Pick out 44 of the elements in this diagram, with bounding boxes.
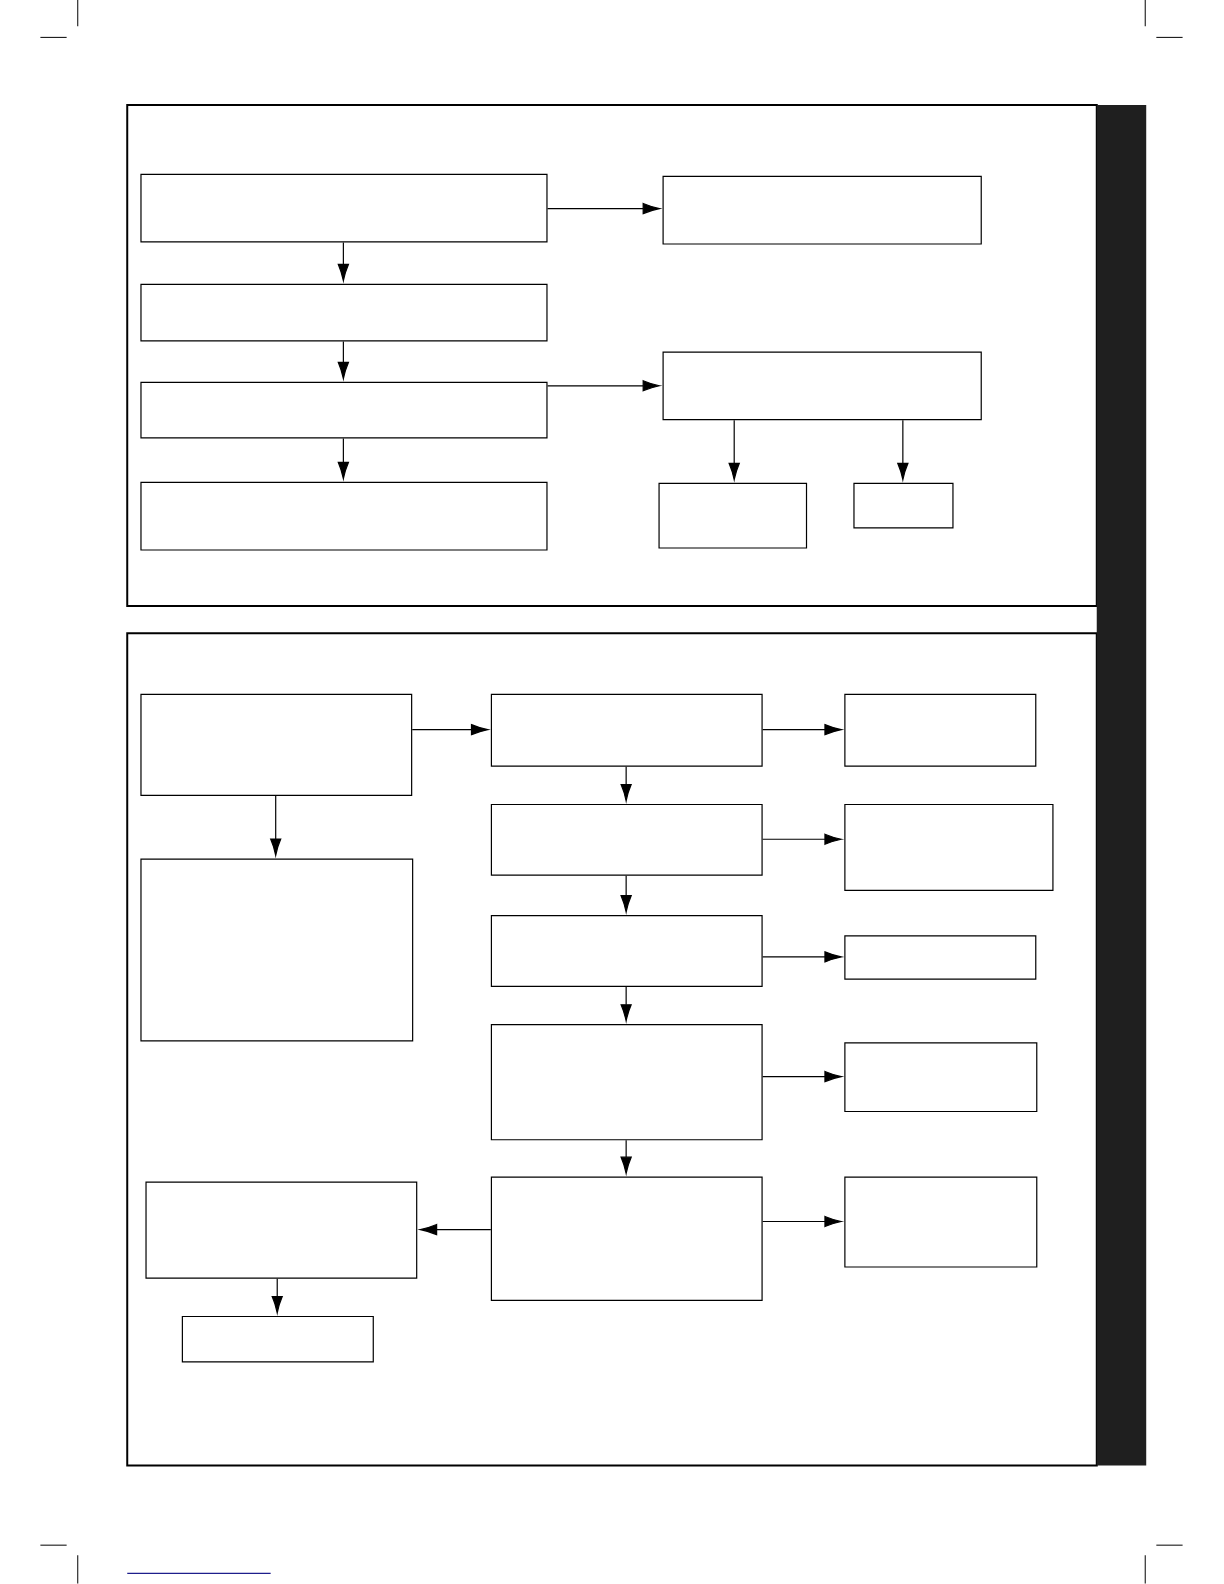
process-box [140, 693, 413, 796]
arrow [620, 986, 632, 1022]
process-box [853, 482, 954, 529]
arrow [620, 766, 632, 802]
process-box [140, 173, 548, 243]
arrow [411, 724, 489, 736]
process-box [490, 1024, 763, 1141]
arrow [728, 419, 740, 481]
arrow [337, 340, 349, 380]
arrow [762, 833, 842, 845]
arrow [762, 1070, 842, 1083]
process-box [844, 1176, 1038, 1268]
process-box [844, 693, 1037, 767]
process-box [662, 175, 982, 245]
arrow [620, 1139, 632, 1175]
arrow [762, 951, 842, 963]
process-box [490, 1176, 763, 1301]
arrow [620, 875, 632, 913]
process-box [844, 1042, 1038, 1113]
process-box [145, 1181, 418, 1279]
process-box [140, 481, 548, 551]
process-box [658, 482, 808, 549]
process-box [662, 351, 982, 421]
arrow [546, 380, 661, 392]
process-box [490, 693, 763, 767]
arrow [546, 202, 661, 215]
process-box [490, 915, 763, 987]
process-box [140, 283, 548, 342]
arrow [271, 1278, 283, 1314]
panel-frame [126, 632, 1098, 1467]
arrow [897, 419, 909, 481]
process-box [844, 935, 1037, 980]
arrow [419, 1223, 492, 1236]
process-box [181, 1315, 374, 1363]
arrow [337, 241, 349, 282]
process-box [140, 858, 414, 1042]
arrow [270, 795, 282, 856]
side-tab [1096, 105, 1147, 1466]
arrow [762, 724, 842, 736]
arrow [337, 437, 349, 480]
process-box [490, 803, 763, 876]
process-box [140, 381, 548, 439]
process-box [844, 803, 1054, 891]
panel-frame [126, 104, 1098, 607]
